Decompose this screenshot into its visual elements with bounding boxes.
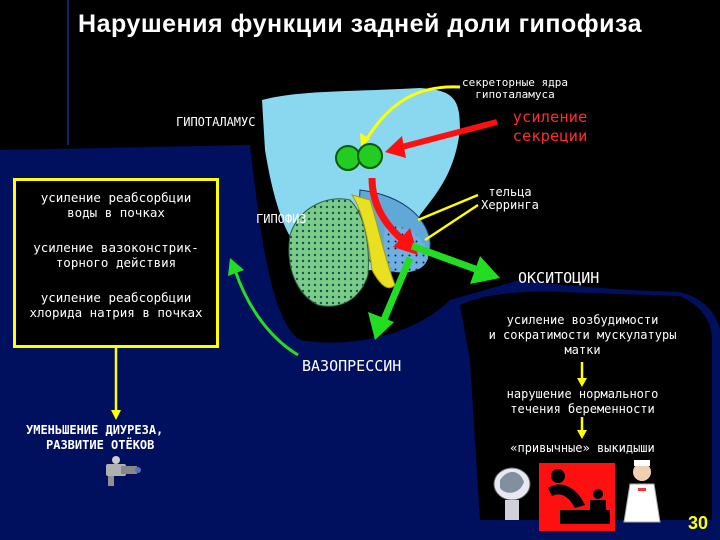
pregnancy-loss-icon xyxy=(539,463,615,531)
nucleus-left-icon xyxy=(335,145,361,171)
ultrasound-icon xyxy=(493,467,531,520)
chain-step-2: нарушение нормального течения беременнос… xyxy=(506,387,659,416)
nurse-icon xyxy=(623,460,661,523)
red-arrow-secretion-head xyxy=(385,136,406,158)
green-arrow-vasopressin xyxy=(379,256,414,324)
green-arrow-to-box xyxy=(233,269,299,357)
page-title: Нарушения функции задней доли гипофиза xyxy=(78,10,642,38)
red-arrow-secretion xyxy=(397,119,498,151)
label-vasopressin: ВАЗОПРЕССИН xyxy=(302,357,402,375)
label-secretory-nuclei: секреторные ядра гипоталамуса xyxy=(462,76,568,101)
green-arrow-to-box-head xyxy=(228,258,244,276)
red-arrow-down xyxy=(368,177,408,245)
pointer-herring-1 xyxy=(417,193,479,222)
green-arrow-vasopressin-head xyxy=(368,312,394,340)
effect-item-3: усиление реабсорбции хлорида натрия в по… xyxy=(29,290,203,320)
black-panel-left-bottom xyxy=(0,345,245,540)
label-hypothalamus: ГИПОТАЛАМУС xyxy=(176,115,256,129)
green-arrow-oxytocin xyxy=(410,242,480,274)
effect-item-2: усиление вазоконстрик- торного действия xyxy=(33,240,199,270)
label-herring-bodies: тельца Херринга xyxy=(481,185,539,212)
pointer-herring-2 xyxy=(424,203,479,242)
label-oxytocin: ОКСИТОЦИН xyxy=(518,269,600,287)
nucleus-right-icon xyxy=(357,143,383,169)
effect-item-1: усиление реабсорбции воды в почках xyxy=(40,190,192,220)
effects-box xyxy=(13,178,219,348)
label-pituitary: ГИПОФИЗ xyxy=(256,212,307,226)
water-tap-icon xyxy=(106,456,141,486)
chain-step-3: «привычные» выкидыши xyxy=(510,441,655,455)
label-increased-secretion: усиление секреции xyxy=(512,108,588,145)
neural-tract xyxy=(350,194,396,289)
slide-number: 30 xyxy=(687,513,708,533)
pointer-secretory-nuclei xyxy=(363,85,461,143)
left-result: УМЕНЬШЕНИЕ ДИУРЕЗА, РАЗВИТИЕ ОТЁКОВ xyxy=(26,423,164,452)
chain-step-1: усиление возбудимости и сократимости мус… xyxy=(488,313,677,357)
green-arrow-oxytocin-head xyxy=(470,256,500,284)
anterior-lobe xyxy=(288,198,369,307)
